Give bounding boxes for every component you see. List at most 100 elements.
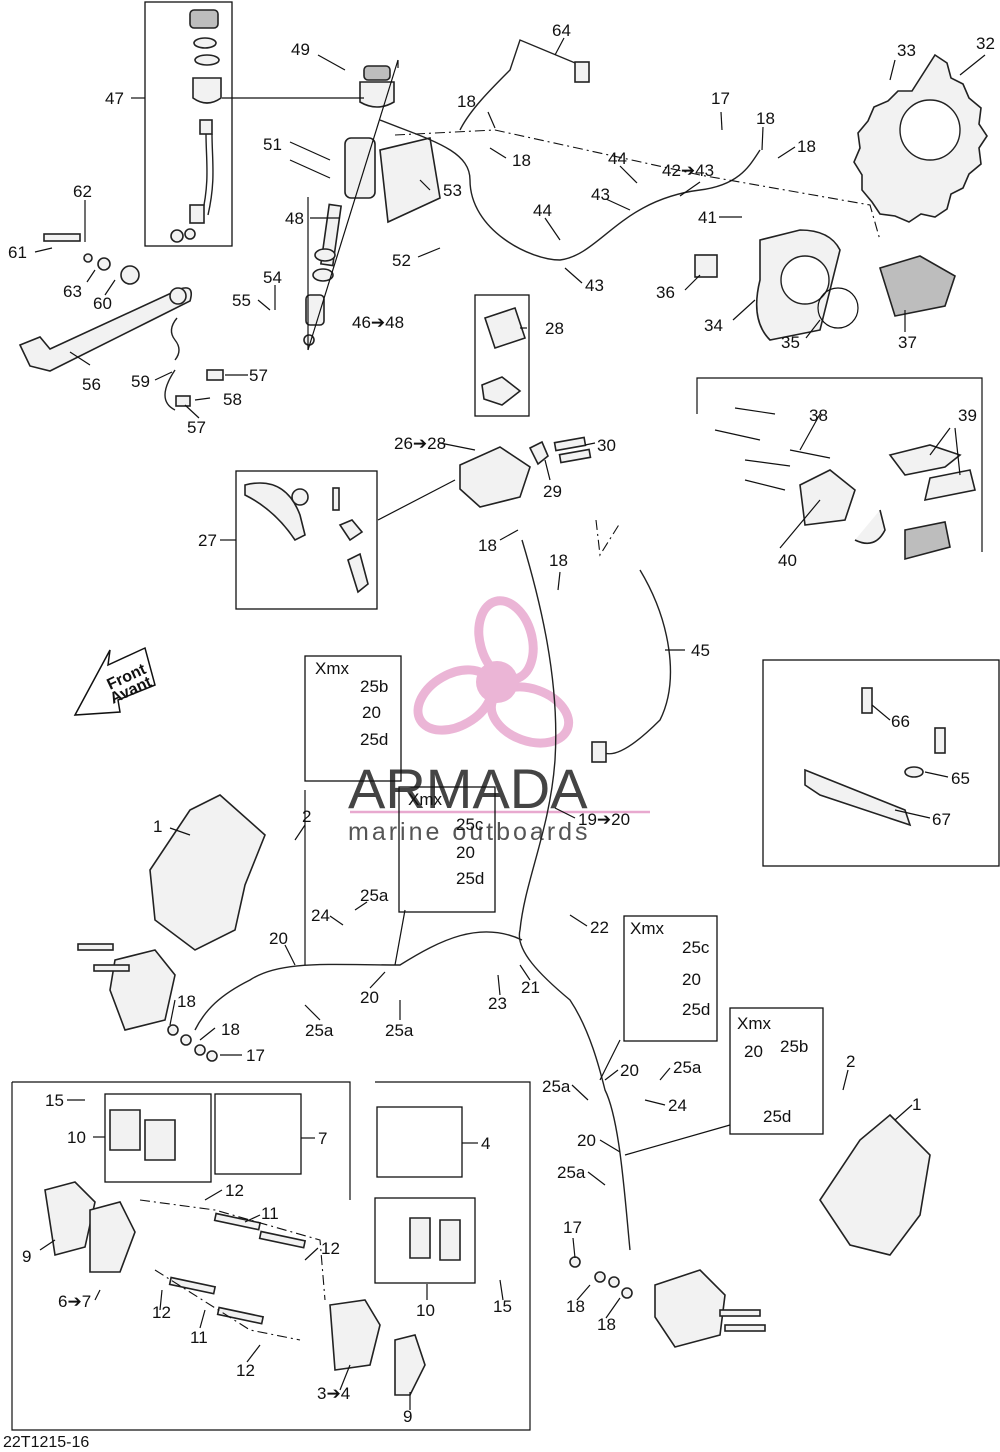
callout: 30 [597,436,616,455]
callout: 37 [898,333,917,352]
callout: 21 [521,978,540,997]
callout: 42➔43 [662,161,714,180]
group-frame-front-left [12,1081,351,1200]
front-caliper-exploded [44,1109,461,1396]
group-frame-rear-caliper [696,377,983,552]
xmx3-label-2: 25d [682,1000,710,1019]
callout: 18 [756,109,775,128]
guard-bracket [804,687,946,827]
callout: 39 [958,406,977,425]
callout: 18 [566,1297,585,1316]
callout: 62 [73,182,92,201]
callout: 28 [545,319,564,338]
rear-reservoir-assembly [170,9,222,243]
rear-caliper-assembly [694,229,956,341]
callout: 59 [131,372,150,391]
callout: 24 [668,1096,687,1115]
callout: 25a [673,1058,702,1077]
callout: 12 [236,1361,255,1380]
callout: 4 [481,1134,490,1153]
callout: 56 [82,375,101,394]
watermark: ARMADA marine outboards [348,596,650,846]
dash-line-2 [154,1269,301,1341]
xmx-box-2 [398,786,496,913]
callout: 17 [246,1046,265,1065]
callout: 46➔48 [352,313,404,332]
front-caliper-right [569,1256,766,1348]
callout: 9 [22,1247,31,1266]
callout: 49 [291,40,310,59]
callout: 18 [549,551,568,570]
callout: 57 [249,366,268,385]
callout: 15 [45,1091,64,1110]
front-hose-left [194,931,523,1031]
callout: 53 [443,181,462,200]
callout: 25a [360,886,389,905]
callout: 6➔7 [58,1292,91,1311]
callout: 19➔20 [578,810,630,829]
front-brake-lever [244,482,369,594]
callout: 52 [392,251,411,270]
front-master-cylinder [459,306,592,508]
xmx3-label-0: 25c [682,938,710,957]
callout: 43 [591,185,610,204]
callout: 57 [187,418,206,437]
xmx1-label-1: 20 [362,703,381,722]
callout: 47 [105,89,124,108]
callout: 1 [912,1095,921,1114]
callout: 11 [261,1204,279,1223]
callout: 66 [891,712,910,731]
dash-line-4 [595,519,621,557]
callout: 36 [656,283,675,302]
inset-box-pads-right [374,1197,476,1284]
leader-lines [34,37,986,1410]
callout: 2 [846,1052,855,1071]
rear-caliper-exploded [714,407,976,561]
callout: 2 [302,807,311,826]
callout: 25a [385,1021,414,1040]
callout: 17 [563,1218,582,1237]
callout: 40 [778,551,797,570]
callout: 61 [8,243,27,262]
inset-box-master-cover [474,294,530,417]
xmx4-title: Xmx [737,1014,772,1033]
callout: 17 [711,89,730,108]
callout: 20 [577,1131,596,1150]
callout: 25a [557,1163,586,1182]
group-frame-front-right [11,1081,531,1431]
xmx-box-1 [304,655,402,782]
callout: 35 [781,333,800,352]
front-direction-arrow: Front Avant [73,646,156,716]
callout: 34 [704,316,723,335]
xmx2-label-2: 25d [456,869,484,888]
callout: 65 [951,769,970,788]
xmx-box-4 [729,1007,824,1135]
xmx4-label-0: 20 [744,1042,763,1061]
xmx3-title: Xmx [630,919,665,938]
front-caliper-left [77,943,218,1062]
callout: 23 [488,994,507,1013]
abs-connector [591,741,607,763]
callout: 1 [153,817,162,836]
callout: 9 [403,1407,412,1426]
callout: 24 [311,906,330,925]
callout: 54 [263,268,282,287]
switch-connector [574,61,590,83]
callout: 12 [321,1239,340,1258]
callout: 64 [552,21,571,40]
inset-box-pins-left [214,1093,302,1175]
abs-sensor-wire [599,569,672,755]
inset-box-pads-left [104,1093,212,1183]
callout: 26➔28 [394,434,446,453]
callout: 15 [493,1297,512,1316]
callout: 25a [305,1021,334,1040]
pressure-switch-wire [459,39,581,131]
callout: 18 [177,992,196,1011]
callout: 10 [416,1301,435,1320]
callout: 18 [221,1020,240,1039]
callout: 44 [608,149,627,168]
inset-box-guard [762,659,1000,867]
xmx2-title: Xmx [408,790,443,809]
